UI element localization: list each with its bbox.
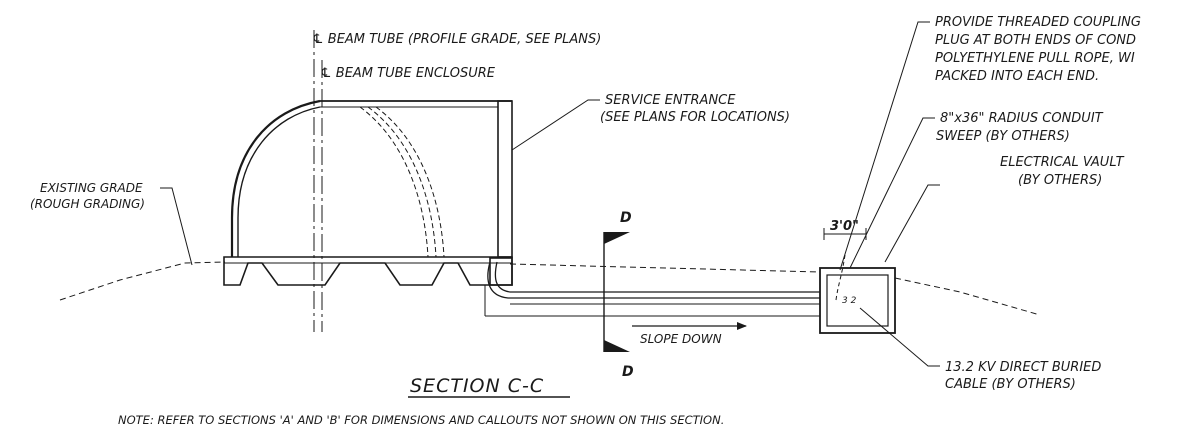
coupling-line-1: PROVIDE THREADED COUPLING: [935, 15, 1141, 30]
service-entrance-label: SERVICE ENTRANCE: [605, 93, 736, 108]
slope-label: SLOPE DOWN: [640, 332, 722, 346]
enclosure-right-wall: [497, 100, 513, 258]
foundation-slab: [223, 256, 513, 286]
vault-conduit-sweep: [835, 254, 846, 301]
leader-service-entrance: [511, 99, 600, 151]
note-text: NOTE: REFER TO SECTIONS 'A' AND 'B' FOR …: [118, 413, 724, 427]
existing-grade-line: [59, 261, 1041, 316]
conduit-run-inner: [494, 261, 820, 293]
section-cut-flag-bottom: [604, 340, 630, 352]
sweep-label: 8"x36" RADIUS CONDUIT: [940, 111, 1104, 126]
dimension-label: 3'0": [830, 219, 859, 234]
section-title: SECTION C-C: [410, 375, 544, 397]
coupling-line-4: PACKED INTO EACH END.: [935, 69, 1099, 84]
coupling-line-2: PLUG AT BOTH ENDS OF COND: [935, 33, 1136, 48]
beam-tube-hidden-arc-3: [375, 106, 445, 258]
enclosure-arch: [230, 99, 321, 257]
service-entrance-post: [489, 257, 513, 286]
vault-inner-text: 3 2: [842, 296, 857, 306]
leader-cable: [859, 307, 940, 367]
electrical-vault-inner: [826, 274, 889, 327]
cable-label: 13.2 KV DIRECT BURIED: [945, 360, 1101, 375]
beam-tube-hidden-arc-1: [359, 106, 429, 258]
section-cut-flag-top: [604, 232, 630, 244]
vault-label: ELECTRICAL VAULT: [1000, 155, 1125, 170]
cable-sub-label: CABLE (BY OTHERS): [945, 377, 1076, 392]
beam-tube-hidden-arc-2: [367, 106, 437, 258]
leader-existing-grade: [160, 187, 193, 266]
leader-vault: [884, 184, 940, 263]
vault-sub-label: (BY OTHERS): [1018, 173, 1102, 188]
beam-tube-label: ℄ BEAM TUBE (PROFILE GRADE, SEE PLANS): [312, 32, 601, 47]
existing-grade-sub-label: (ROUGH GRADING): [30, 197, 145, 211]
existing-grade-label: EXISTING GRADE: [40, 181, 143, 195]
enclosure-arch-inner: [237, 106, 321, 257]
section-mark-top: D: [620, 210, 632, 226]
beam-tube-enclosure-label: ℄ BEAM TUBE ENCLOSURE: [320, 66, 496, 81]
service-entrance-sub-label: (SEE PLANS FOR LOCATIONS): [600, 110, 790, 125]
sweep-sub-label: SWEEP (BY OTHERS): [936, 129, 1070, 144]
conduit-run: [487, 261, 820, 299]
section-mark-bottom: D: [622, 364, 634, 380]
coupling-line-3: POLYETHYLENE PULL ROPE, WI: [935, 51, 1135, 66]
leader-sweep: [849, 117, 935, 269]
electrical-vault-outer: [819, 267, 896, 334]
leader-coupling: [839, 21, 930, 271]
